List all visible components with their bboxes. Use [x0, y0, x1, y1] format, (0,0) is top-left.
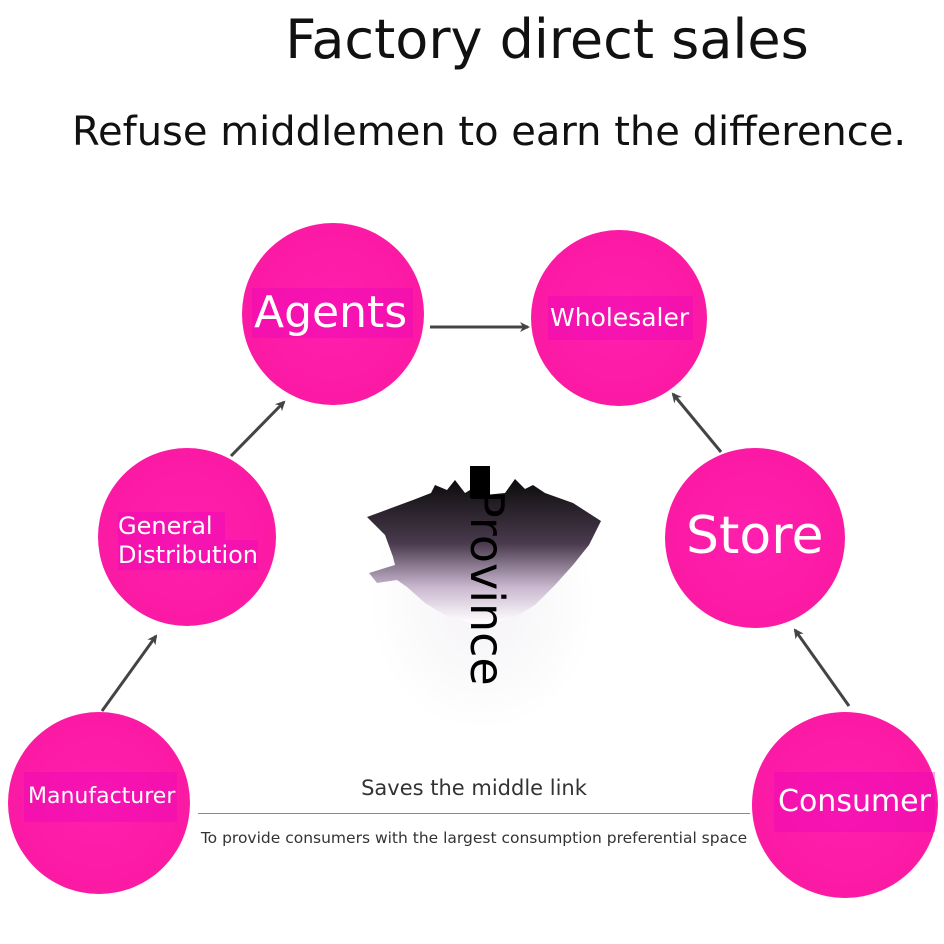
- manufacturer-node: [8, 712, 190, 894]
- province-brush-shape: [367, 475, 601, 730]
- wholesaler-node: [531, 230, 707, 406]
- store-label: Store: [686, 506, 824, 566]
- agents-node: [242, 223, 424, 405]
- general-distribution-label-line2: Distribution: [118, 540, 259, 570]
- arrow-consumer-to-store: [793, 628, 851, 707]
- wholesaler-label: Wholesaler: [548, 296, 694, 340]
- province-marker: [470, 466, 490, 498]
- page-title: Factory direct sales: [285, 8, 809, 71]
- consumer-label: Consumer: [774, 772, 935, 832]
- store-node: [665, 448, 845, 628]
- general-distribution-label-line1: General: [118, 512, 225, 540]
- consumer-node: [752, 712, 938, 898]
- arrow-store-to-wholesaler: [671, 392, 723, 453]
- manufacturer-label: Manufacturer: [24, 772, 178, 822]
- arrow-manufacturer-to-general-distribution: [100, 634, 158, 712]
- consumer-benefit-text: To provide consumers with the largest co…: [200, 829, 748, 847]
- middle-link-divider: [198, 813, 750, 814]
- general-distribution-node: [98, 448, 276, 626]
- page-subtitle: Refuse middlemen to earn the difference.: [72, 109, 907, 155]
- agents-label: Agents: [252, 288, 414, 338]
- province-label: Province: [460, 490, 514, 686]
- arrow-general-distribution-to-agents: [229, 400, 286, 458]
- saves-middle-link-text: Saves the middle link: [361, 776, 587, 800]
